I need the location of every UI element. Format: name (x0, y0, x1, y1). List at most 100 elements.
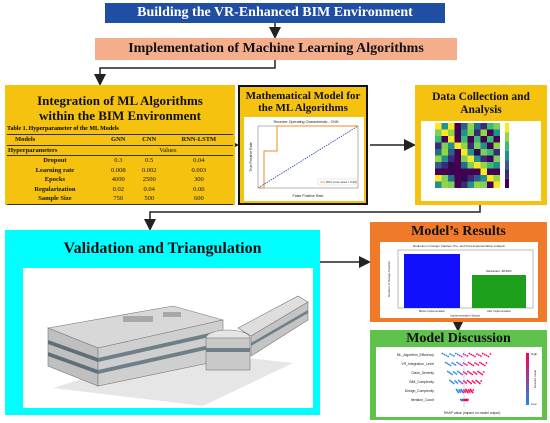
shap-point (485, 354, 488, 357)
shap-point (470, 353, 473, 356)
table-cell: Dropout (43, 157, 67, 164)
shap-point (464, 363, 467, 365)
data-title-line1: Data Collection and (432, 91, 530, 103)
shap-point (453, 355, 455, 357)
shap-point (471, 380, 474, 382)
shap-point (464, 354, 467, 356)
shap-point (474, 355, 476, 358)
heatmap-cell (487, 123, 494, 130)
heatmap-cell (474, 181, 481, 188)
heatmap-cell (441, 149, 448, 156)
heatmap-cell (435, 155, 442, 162)
heatmap-cell (454, 149, 461, 156)
shap-point (475, 363, 478, 365)
roc-xlabel: False Positive Rate (293, 194, 324, 198)
heatmap-cell (493, 168, 500, 175)
roc-title: Receiver Operating Characteristic - CNN (274, 120, 339, 124)
shap-point (445, 354, 448, 357)
shap-point (472, 381, 475, 383)
heatmap-cell (474, 149, 481, 156)
shap-point (489, 353, 492, 355)
heatmap-cell (480, 123, 487, 130)
rotunda-body (205, 337, 251, 371)
heatmap-cell (487, 181, 494, 188)
table-cell: 0.5 (145, 157, 154, 164)
shap-point (483, 364, 486, 367)
bar-cat-before: Before Implementation (419, 309, 446, 313)
table-cell: 0.04 (143, 185, 155, 193)
table-header-cell: RNN-LSTM (181, 136, 217, 143)
heatmap-cell (487, 136, 494, 143)
math-model-box: Mathematical Model for the ML Algorithms… (238, 85, 368, 205)
shap-point (481, 373, 484, 376)
shap-point (444, 361, 447, 364)
heatmap-cell (435, 181, 442, 188)
heatmap-cell (435, 123, 442, 130)
heatmap-cell (467, 142, 474, 149)
shap-point (456, 361, 458, 364)
heatmap-cell (448, 162, 455, 169)
shap-point (470, 382, 473, 385)
table-cell: 600 (193, 195, 204, 202)
shap-point (456, 382, 459, 384)
shap-point (461, 382, 464, 385)
shap-point (471, 391, 474, 394)
shap-point (479, 361, 481, 364)
shap-point (467, 380, 470, 383)
heatmap-cell (474, 162, 481, 169)
heatmap-cell (448, 168, 455, 175)
shap-point (462, 380, 465, 382)
heatmap-cell (461, 123, 468, 130)
shap-xlabel: SHAP value (impact on model output) (444, 411, 501, 415)
shap-point (443, 353, 446, 356)
shap-point (446, 362, 449, 365)
heatmap-colorbar-segment (505, 123, 509, 133)
heatmap-cell (454, 123, 461, 130)
shap-point (477, 364, 480, 366)
shap-point (450, 380, 453, 383)
shap-point (476, 380, 479, 383)
window-band-2 (98, 342, 223, 374)
shap-feature-label: Clash_Severity (411, 371, 434, 375)
shap-point (465, 373, 468, 375)
table-cell: Learning rate (35, 166, 75, 174)
math-title-line2: the ML Algorithms (258, 102, 348, 114)
shap-point (477, 370, 479, 373)
heatmap-cell (435, 129, 442, 136)
validation-box: Validation and Triangulation (5, 230, 320, 415)
integration-title-line2: within the BIM Environment (39, 108, 201, 123)
heatmap-cell (461, 136, 468, 143)
shap-point (460, 381, 463, 384)
shap-point (482, 371, 485, 373)
shap-high-label: High (531, 352, 538, 356)
shap-color-label: Feature value (533, 370, 537, 389)
heatmap-cell (461, 155, 468, 162)
table-subheader-cell: Values (159, 146, 177, 154)
shap-colorbar (526, 353, 529, 405)
heatmap-cell (474, 175, 481, 182)
shap-point (477, 354, 480, 356)
heatmap-cell (493, 129, 500, 136)
heatmap-thumbnail (421, 121, 541, 201)
shap-point (479, 382, 481, 385)
table-header-cell: GNN (111, 136, 126, 143)
shap-low-label: Low (531, 402, 537, 406)
heatmap-cell (480, 129, 487, 136)
data-title-line2: Analysis (460, 104, 502, 116)
heatmap-cell (448, 175, 455, 182)
results-title: Model’s Results (411, 224, 506, 239)
table-cell: 0.3 (114, 157, 123, 164)
shap-point (469, 381, 471, 384)
bar-xlabel: Implementation Status (450, 314, 480, 318)
table-cell: 4000 (111, 176, 125, 183)
bar-before (404, 254, 460, 308)
table-subheader-cell: Hyperparameters (8, 146, 58, 154)
heatmap-cell (441, 155, 448, 162)
shap-point (485, 362, 488, 364)
shap-point (464, 391, 467, 393)
bar-after (472, 275, 526, 308)
shap-point (487, 355, 490, 358)
shap-point (464, 372, 466, 374)
